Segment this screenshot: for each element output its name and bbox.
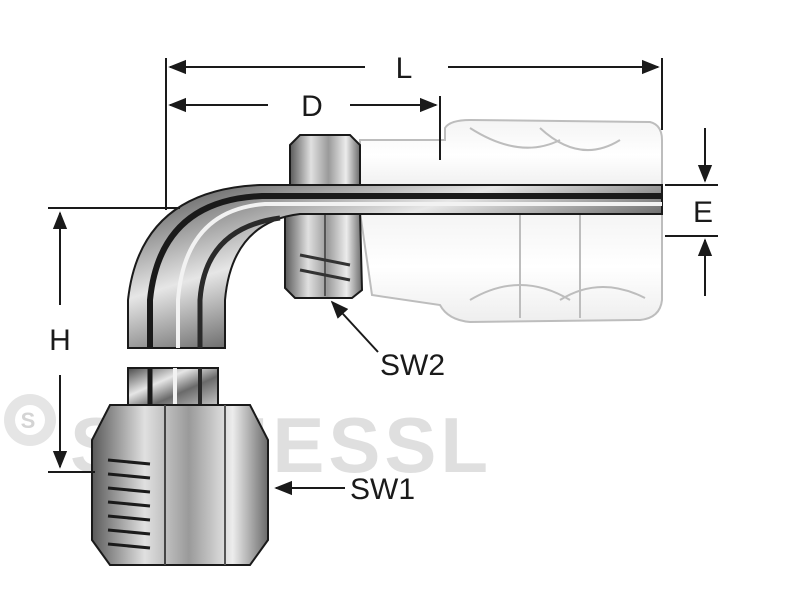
hex-nut-sw2 [284,134,364,299]
bent-tube [127,184,663,349]
dimension-lines [48,58,718,496]
label-D: D [301,90,323,123]
watermark-logo-icon: S [4,394,56,446]
label-SW2: SW2 [380,349,445,382]
watermark-logo-letter: S [21,408,40,433]
label-SW1: SW1 [350,473,415,506]
flare-nut-sw1 [91,367,269,566]
thread-marks [107,458,151,550]
dimension-labels: L D E H SW2 SW1 [49,52,713,506]
label-L: L [396,52,413,85]
label-H: H [49,324,71,357]
label-E: E [693,196,713,229]
hose-socket [358,118,663,324]
